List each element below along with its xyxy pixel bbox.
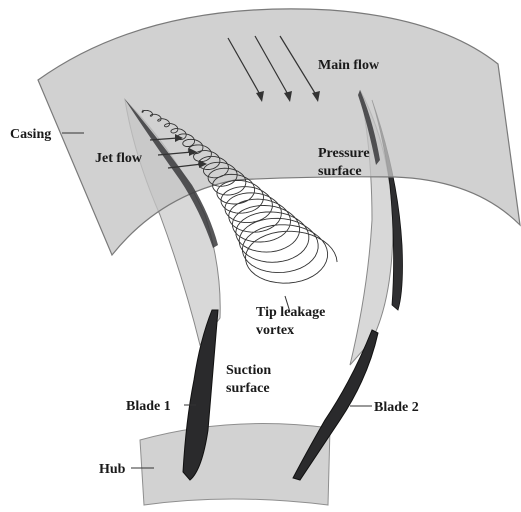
hub-label: Hub xyxy=(99,462,126,477)
blade-2-suction-side xyxy=(293,330,378,480)
tip-leakage-vortex-label-line2: vortex xyxy=(256,323,294,338)
tip-leakage-vortex-label-line1: Tip leakage xyxy=(256,305,325,320)
pressure-surface-label-line1: Pressure xyxy=(318,146,370,161)
blade-1-label: Blade 1 xyxy=(126,399,171,414)
suction-surface-label-line2: surface xyxy=(226,381,270,396)
main-flow-label: Main flow xyxy=(318,58,380,73)
pressure-surface-label-line2: surface xyxy=(318,164,362,179)
jet-flow-label: Jet flow xyxy=(95,151,143,166)
casing-label: Casing xyxy=(10,127,51,142)
blade-2-label: Blade 2 xyxy=(374,400,419,415)
suction-surface-label-line1: Suction xyxy=(226,363,271,378)
